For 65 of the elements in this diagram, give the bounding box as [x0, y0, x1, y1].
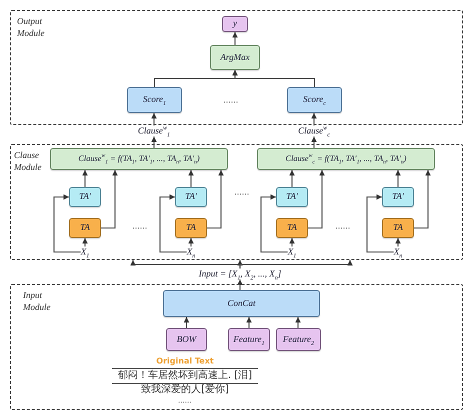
group-title: Input Module: [23, 289, 52, 313]
ellipsis-text: ......: [336, 222, 350, 230]
arrow: [246, 317, 252, 328]
arrow: [159, 194, 187, 253]
arrow: [188, 238, 194, 246]
arrow: [289, 170, 295, 187]
arrow: [101, 170, 118, 229]
arrow: [414, 170, 431, 229]
arrow: [82, 170, 88, 187]
arrow: [395, 170, 401, 187]
group-title: Output Module: [17, 15, 46, 39]
arrow: [395, 238, 401, 246]
arrow: [289, 238, 295, 246]
ellipsis-text: ......: [234, 188, 250, 196]
table-heading: Original Text: [156, 356, 214, 366]
process-box: TA: [382, 218, 414, 238]
arrow: [260, 194, 288, 253]
arrow: [295, 317, 301, 328]
dashed-group-box: [10, 144, 463, 260]
table-row-text: 郁闷！车居然坏到高速上. [泪]: [118, 370, 252, 382]
arrow: [232, 70, 316, 87]
process-box: Score$_{1}$: [127, 87, 182, 113]
math-label: X$_{1}$: [288, 246, 296, 258]
process-box: Feature$_{2}$: [276, 328, 321, 351]
arrow: [151, 136, 157, 148]
process-box: Clause$^{w}$$_{1}$ = f(TA$_{1}$, TA′$_{1}$, ..., TA$_{n}$, TA′$_{n}$): [50, 148, 228, 170]
arrow: [130, 260, 241, 268]
ellipsis-text: ......: [132, 222, 148, 230]
arrow: [311, 136, 317, 148]
ellipsis-text: ......: [224, 96, 238, 104]
dashed-group-box: [10, 284, 463, 410]
process-box: TA′: [382, 187, 414, 207]
arrow: [308, 170, 325, 229]
arrow: [311, 113, 317, 126]
arrow: [184, 317, 190, 328]
process-box: Feature$_{1}$: [228, 328, 270, 351]
process-box: TA′: [276, 187, 308, 207]
process-box: TA′: [69, 187, 101, 207]
arrow: [232, 32, 238, 45]
arrow: [366, 194, 394, 253]
process-box: TA: [276, 218, 308, 238]
process-box: ConCat: [163, 290, 320, 317]
process-box: Score$_{c}$: [287, 87, 342, 113]
arrow: [237, 260, 243, 268]
process-box: ArgMax: [210, 45, 260, 70]
dashed-group-box: [10, 10, 463, 125]
math-label: X$_{n}$: [186, 246, 196, 258]
table-row-text: 致我深爱的人[爱你]: [141, 384, 229, 396]
arrow: [82, 238, 88, 246]
arrow: [237, 280, 243, 290]
process-box: y: [222, 16, 248, 32]
process-box: TA′: [175, 187, 207, 207]
arrow: [188, 170, 194, 187]
process-box: TA: [175, 218, 207, 238]
arrow: [207, 170, 224, 229]
math-label: X$_{1}$: [80, 246, 90, 258]
process-box: Clause$^{w}$$_{c}$ = f(TA$_{1}$, TA′$_{1}$, ..., TA$_{n}$, TA′$_{n}$): [257, 148, 435, 170]
math-label: X$_{n}$: [394, 246, 402, 258]
process-box: BOW: [166, 328, 207, 351]
arrow: [53, 194, 81, 253]
arrow: [239, 260, 353, 268]
arrow: [151, 113, 157, 126]
math-label: Input = [X$_{1}$, X$_{2}$, ..., X$_{n}$]: [198, 268, 282, 280]
process-box: TA: [69, 218, 101, 238]
group-title: Clause Module: [14, 149, 42, 173]
